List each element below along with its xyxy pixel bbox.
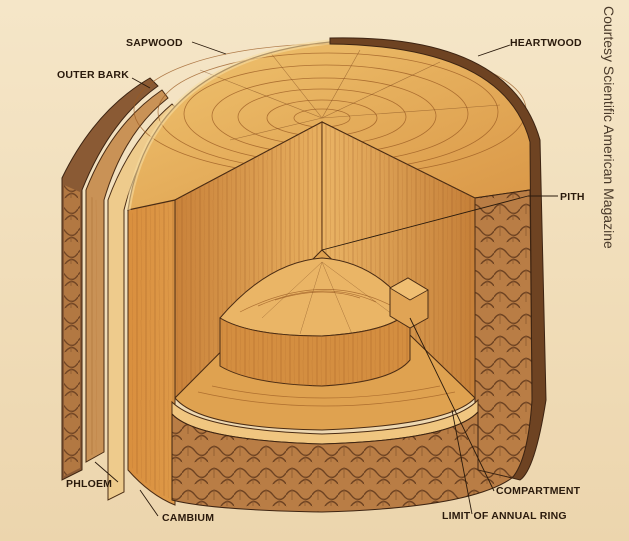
phloem-strip: [85, 89, 169, 463]
label-pith: PITH: [560, 191, 585, 203]
label-cambium: CAMBIUM: [162, 512, 214, 524]
label-heartwood: HEARTWOOD: [510, 37, 582, 49]
label-compartment: COMPARTMENT: [496, 485, 581, 497]
label-sapwood: SAPWOOD: [126, 37, 183, 49]
label-phloem: PHLOEM: [66, 478, 112, 490]
leader-lines: [94, 41, 558, 517]
trunk-bark-base: [171, 410, 514, 513]
label-outer-bark: OUTER BARK: [57, 69, 129, 81]
credit-text: Courtesy Scientific American Magazine: [601, 6, 617, 249]
label-limit-of-annual-ring: LIMIT OF ANNUAL RING: [442, 510, 567, 522]
trunk-bark-right: [474, 189, 533, 479]
outer-bark-strip: [61, 77, 159, 481]
